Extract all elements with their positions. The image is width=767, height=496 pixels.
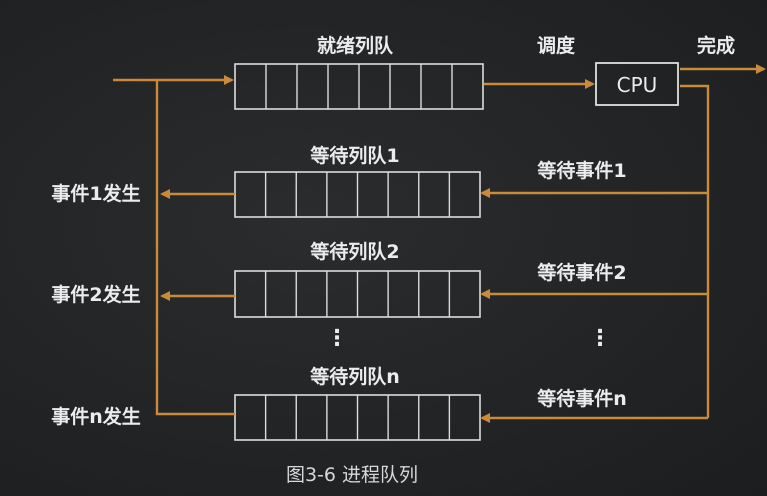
event-n-occurs-label: 事件n发生 [51,405,141,428]
ellipsis-events: ⋮ [589,326,611,351]
wait-queue-n [234,394,481,441]
wait-event-1-label: 等待事件1 [536,159,626,182]
cpu-label: CPU [617,73,658,97]
wait-queue-1-label: 等待列队1 [309,144,399,167]
event-1-occurs-label: 事件1发生 [51,182,140,205]
schedule-label: 调度 [537,34,576,57]
ready-queue-label: 就绪列队 [317,34,394,57]
complete-label: 完成 [697,34,735,57]
wait-event-n-label: 等待事件n [536,387,627,410]
ready-queue [234,63,484,110]
wait-event-2-label: 等待事件2 [536,261,626,284]
wait-queue-2-label: 等待列队2 [309,240,399,263]
figure-caption: 图3-6 进程队列 [286,464,418,486]
event-return-line [155,81,235,416]
wait-queue-2 [234,270,481,318]
wait-queue-1 [234,171,481,218]
cpu-box [595,62,679,106]
cpu-wait-line [680,84,710,418]
wait-queue-n-label: 等待列队n [309,365,400,388]
ellipsis-queues: ⋮ [326,326,348,351]
event-2-occurs-label: 事件2发生 [51,283,140,306]
